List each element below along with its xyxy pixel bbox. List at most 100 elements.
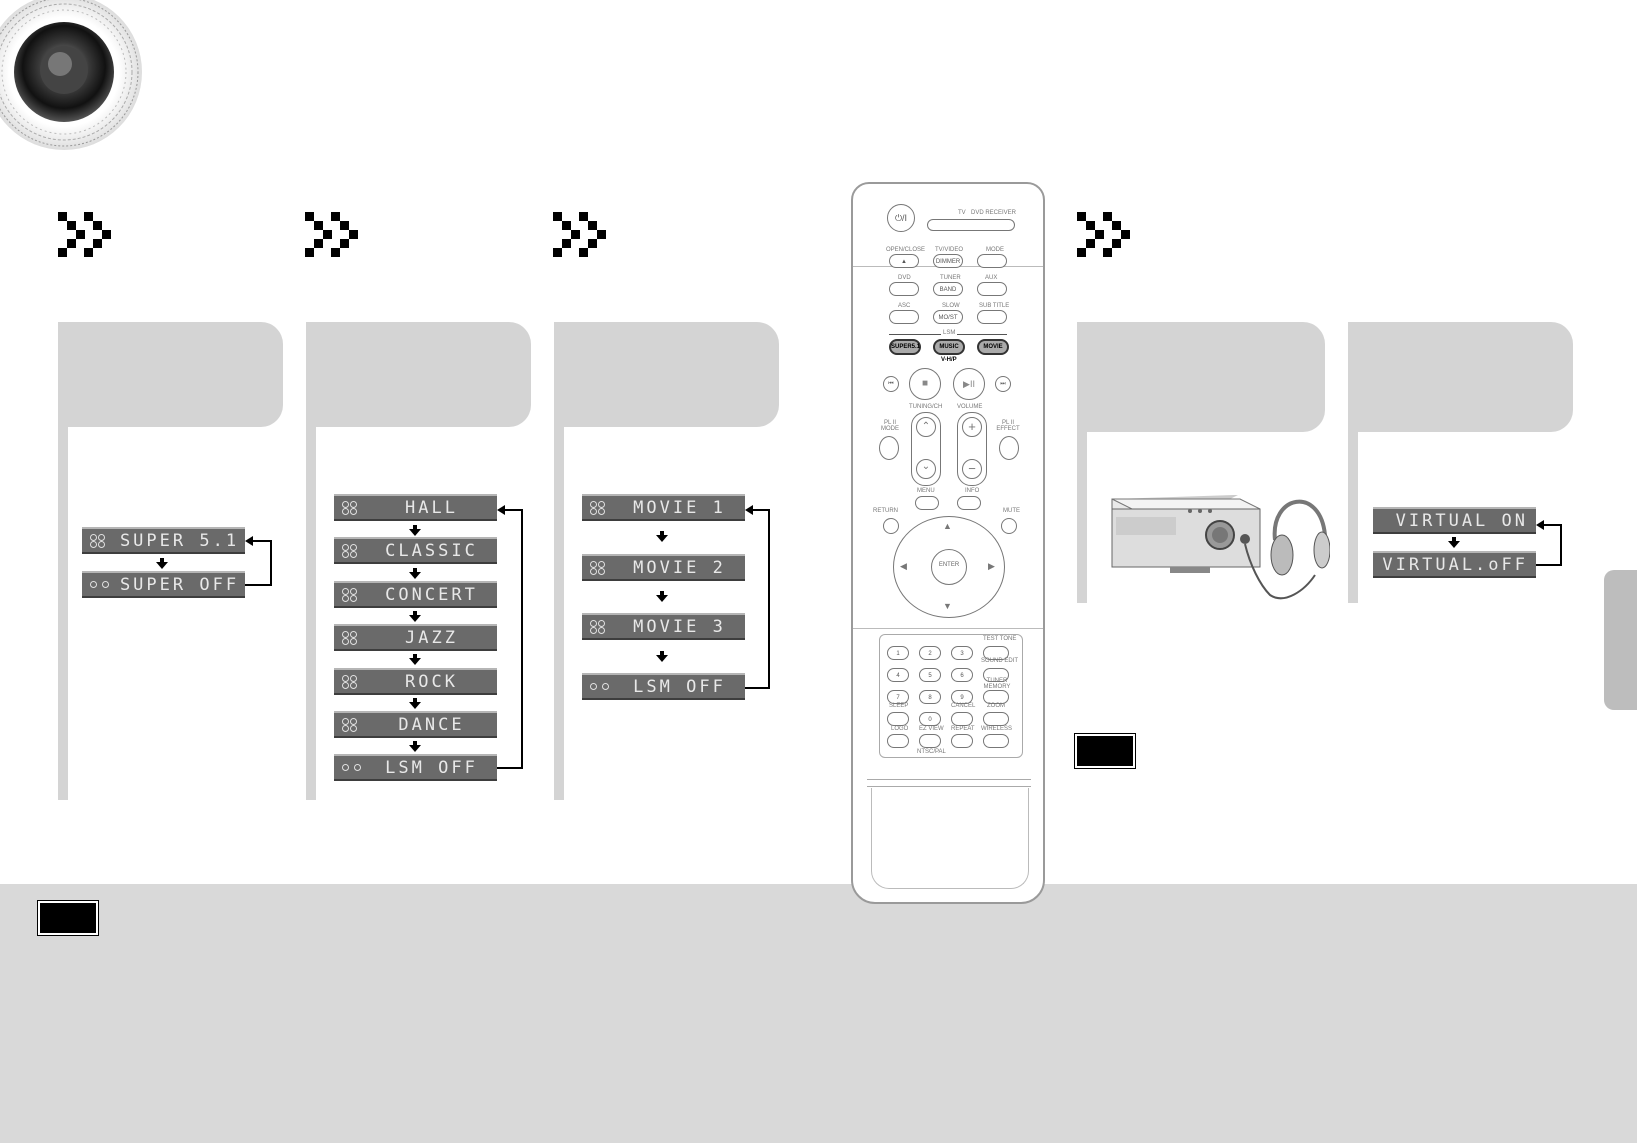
music-button[interactable]: MUSIC xyxy=(933,339,965,355)
info-label: INFO xyxy=(965,488,980,494)
skip-back-button[interactable]: ⏮ xyxy=(883,376,899,392)
arrow-up-icon: ▲ xyxy=(943,521,952,531)
pl2-effect-button[interactable] xyxy=(999,436,1019,460)
test-tone-button[interactable] xyxy=(983,646,1009,660)
play-pause-button[interactable]: ▶II xyxy=(953,368,985,400)
mo-st-button[interactable]: MO/ST xyxy=(933,310,963,324)
surround-icon xyxy=(590,500,614,515)
tuner-label: TUNER xyxy=(940,275,961,281)
info-button[interactable] xyxy=(957,496,981,510)
arrow-down-icon xyxy=(656,651,668,662)
enter-button[interactable]: ENTER xyxy=(931,549,967,585)
chevron-icon xyxy=(305,212,358,257)
receiver-headphones-illustration xyxy=(1111,495,1330,600)
dimmer-button[interactable]: DIMMER xyxy=(933,254,963,268)
tuning-rocker[interactable]: ⌃ ⌄ xyxy=(911,412,941,486)
repeat-label: REPEAT xyxy=(951,726,975,732)
super51-button[interactable]: SUPER5.1 xyxy=(889,339,921,355)
digit-8-button[interactable]: 8 xyxy=(919,690,941,704)
ntsc-pal-label: NTSC/PAL xyxy=(917,749,946,755)
skip-forward-button[interactable]: ⏭ xyxy=(995,376,1011,392)
vhp-label: V-H/P xyxy=(941,357,957,363)
digit-0-button[interactable]: 0 xyxy=(919,712,941,726)
pl2-mode-button[interactable] xyxy=(879,436,899,460)
ez-view-button[interactable] xyxy=(919,734,941,748)
cancel-button[interactable] xyxy=(951,712,973,726)
digit-2-button[interactable]: 2 xyxy=(919,646,941,660)
display-text: MOVIE 1 xyxy=(633,497,726,518)
instruction-panel-super xyxy=(58,322,283,427)
open-close-button[interactable]: ▲ xyxy=(889,254,919,268)
zoom-button[interactable] xyxy=(983,712,1009,726)
band-button[interactable]: BAND xyxy=(933,282,963,296)
arrow-down-icon xyxy=(656,531,668,542)
mute-label: MUTE xyxy=(1003,508,1020,514)
loop-arrow xyxy=(1536,520,1562,566)
digit-3-button[interactable]: 3 xyxy=(951,646,973,660)
mode-switch[interactable] xyxy=(927,219,1015,231)
chevron-down-icon: ⌄ xyxy=(916,459,936,479)
display-super-off: SUPER OFF xyxy=(82,571,245,598)
sound-edit-button[interactable] xyxy=(983,668,1009,682)
volume-rocker[interactable]: + − xyxy=(957,412,987,486)
display-text: MOVIE 3 xyxy=(633,616,726,637)
notes-band xyxy=(0,884,1637,1143)
open-close-label: OPEN/CLOSE xyxy=(886,247,926,253)
dvd-button[interactable] xyxy=(889,282,919,296)
stop-button[interactable]: ■ xyxy=(909,368,941,400)
arrow-down-icon xyxy=(409,525,421,536)
display-virtual-off: VIRTUAL.oFF xyxy=(1373,551,1536,578)
digit-6-button[interactable]: 6 xyxy=(951,668,973,682)
digit-7-button[interactable]: 7 xyxy=(887,690,909,704)
digit-1-button[interactable]: 1 xyxy=(887,646,909,660)
loop-arrow xyxy=(245,536,272,586)
display-text: ROCK xyxy=(405,671,458,692)
panel-stem xyxy=(306,427,316,800)
sleep-label: SLEEP xyxy=(889,703,909,709)
display-movie: MOVIE 2 xyxy=(582,554,745,581)
divider xyxy=(867,779,1031,787)
logo-label: LOGO xyxy=(891,726,909,732)
arrow-down-icon xyxy=(409,741,421,752)
menu-button[interactable] xyxy=(915,496,939,510)
digit-9-button[interactable]: 9 xyxy=(951,690,973,704)
mode-button[interactable] xyxy=(977,254,1007,268)
navigation-pad[interactable]: ▲ ▼ ◀ ▶ ENTER xyxy=(893,516,1005,618)
instruction-panel-movie xyxy=(554,322,779,427)
movie-button[interactable]: MOVIE xyxy=(977,339,1009,355)
asc-button[interactable] xyxy=(889,310,919,324)
display-text: VIRTUAL.oFF xyxy=(1382,554,1528,575)
aux-button[interactable] xyxy=(977,282,1007,296)
side-tab xyxy=(1604,570,1637,710)
keypad-area xyxy=(879,634,1023,758)
surround-icon xyxy=(342,587,366,602)
volume-label: VOLUME xyxy=(957,404,983,410)
repeat-button[interactable] xyxy=(951,734,973,748)
divider xyxy=(853,628,1043,629)
wireless-button[interactable] xyxy=(983,734,1009,748)
return-label: RETURN xyxy=(873,508,898,514)
asc-label: ASC xyxy=(898,303,911,309)
display-music: JAZZ xyxy=(334,624,497,651)
display-music: DANCE xyxy=(334,711,497,738)
display-text: DANCE xyxy=(398,714,465,735)
power-button[interactable]: ⏻/I xyxy=(887,204,915,232)
stereo-icon xyxy=(590,680,614,694)
sub-title-button[interactable] xyxy=(977,310,1007,324)
plus-icon: + xyxy=(962,417,982,437)
sleep-button[interactable] xyxy=(887,712,909,726)
chevron-icon xyxy=(58,212,111,257)
menu-label: MENU xyxy=(917,488,935,494)
mode-label: MODE xyxy=(986,247,1004,253)
mute-button[interactable] xyxy=(1001,518,1017,534)
return-button[interactable] xyxy=(883,518,899,534)
display-text: LSM OFF xyxy=(385,757,478,778)
logo-button[interactable] xyxy=(887,734,909,748)
surround-icon xyxy=(342,630,366,645)
tuner-memory-button[interactable] xyxy=(983,690,1009,704)
display-movie: LSM OFF xyxy=(582,673,745,700)
display-music: CONCERT xyxy=(334,581,497,608)
digit-4-button[interactable]: 4 xyxy=(887,668,909,682)
surround-icon xyxy=(342,674,366,689)
digit-5-button[interactable]: 5 xyxy=(919,668,941,682)
